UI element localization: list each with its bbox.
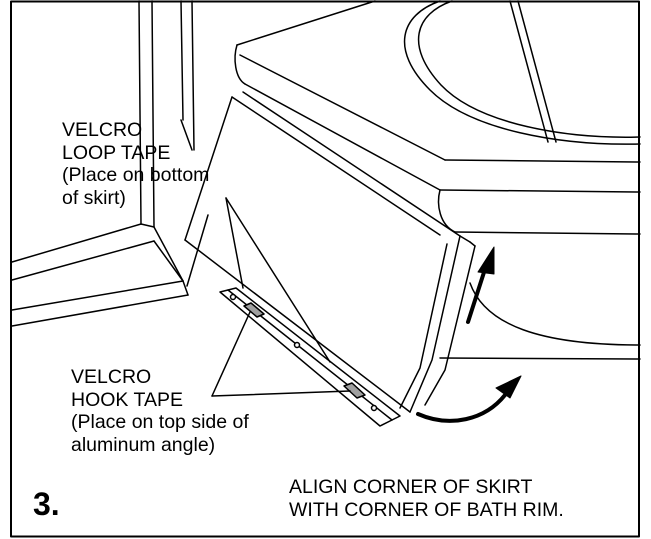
wall-frame [11, 0, 195, 327]
loop-tape-callout: VELCRO LOOP TAPE (Place on bottom of ski… [62, 119, 209, 209]
skirt-panel [184, 91, 476, 413]
loop-tape-line1: VELCRO [62, 119, 143, 141]
hook-tape-patch-right [343, 382, 366, 399]
figure-border [10, 0, 640, 538]
hook-tape-line4: aluminum angle) [71, 433, 216, 456]
screw [229, 293, 237, 301]
hook-tape-leaders [211, 311, 351, 397]
hook-tape-callout: VELCRO HOOK TAPE (Place on top side of a… [71, 366, 249, 456]
step-number: 3. [33, 486, 60, 522]
up-arrow-icon [466, 264, 488, 324]
aluminum-angle [219, 287, 401, 427]
hook-tape-patch-left [243, 302, 265, 318]
curved-arrow-head [495, 375, 522, 399]
screw [293, 341, 301, 349]
hook-tape-line3: (Place on top side of [71, 411, 249, 433]
hook-tape-line1: VELCRO [71, 366, 152, 388]
up-arrow-head [477, 246, 495, 275]
instruction-line2: WITH CORNER OF BATH RIM. [289, 498, 564, 521]
loop-tape-line4: of skirt) [62, 186, 126, 209]
loop-tape-leaders [186, 197, 331, 363]
bath-rim [234, 0, 641, 235]
instruction-text: ALIGN CORNER OF SKIRT WITH CORNER OF BAT… [289, 476, 564, 521]
curved-arrow-icon [416, 393, 507, 423]
hook-tape-line2: HOOK TAPE [71, 388, 183, 411]
instruction-line1: ALIGN CORNER OF SKIRT [289, 476, 533, 498]
loop-tape-line2: LOOP TAPE [62, 141, 171, 164]
loop-tape-line3: (Place on bottom [62, 164, 210, 186]
bath-basin [403, 0, 641, 145]
screw [370, 404, 378, 412]
